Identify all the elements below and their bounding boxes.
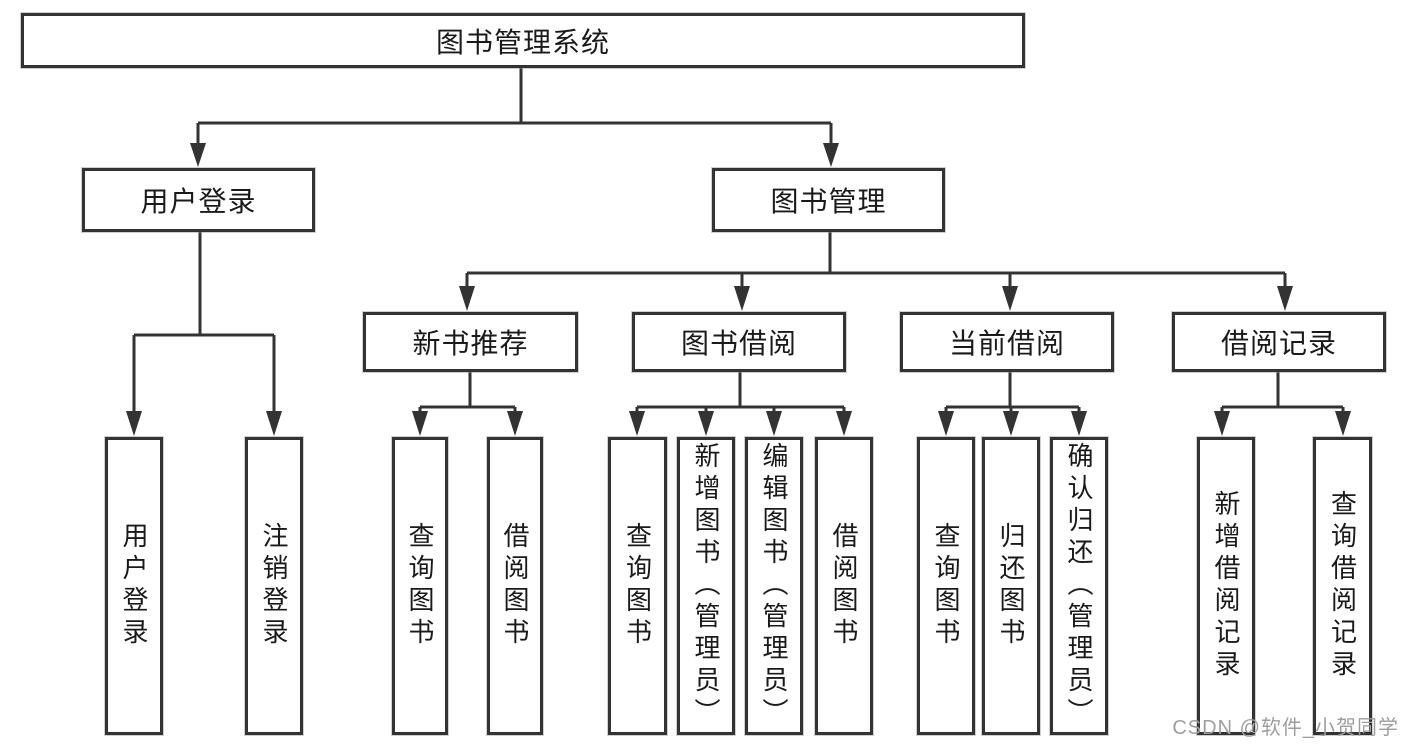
node-new-book-recommend: 新书推荐 [363, 312, 578, 372]
arrowheads [126, 143, 1351, 436]
node-current-borrow: 当前借阅 [900, 312, 1114, 372]
connector-userlogin-to-leaves [132, 232, 276, 413]
leaf-record-query-borrow-record: 查询借阅记录 [1313, 437, 1372, 735]
leaf-newbook-query-books: 查询图书 [392, 437, 448, 735]
node-borrow-records: 借阅记录 [1172, 312, 1386, 372]
watermark: CSDN @软件_小贺同学 [1172, 717, 1399, 739]
leaf-borrow-edit-books-admin: 编辑图书（管理员） [745, 437, 803, 735]
leaf-current-return-books: 归还图书 [982, 437, 1040, 735]
leaf-record-add-borrow-record: 新增借阅记录 [1197, 437, 1255, 735]
connector-currentborrow-to-leaves [944, 372, 1081, 413]
connector-root-to-level2 [196, 68, 833, 145]
leaf-current-query-books: 查询图书 [917, 437, 975, 735]
leaf-borrow-query-books: 查询图书 [608, 437, 667, 735]
node-book-management: 图书管理 [712, 168, 945, 232]
node-user-login: 用户登录 [82, 168, 315, 232]
leaf-borrow-borrow-books: 借阅图书 [815, 437, 873, 735]
leaf-newbook-borrow-books: 借阅图书 [487, 437, 543, 735]
connector-newbook-to-leaves [418, 372, 517, 413]
node-book-borrow: 图书借阅 [632, 312, 846, 372]
leaf-logout: 注销登录 [245, 437, 303, 735]
leaf-current-confirm-return-admin: 确认归还（管理员） [1050, 437, 1108, 735]
connector-bookborrow-to-leaves [635, 372, 846, 413]
leaf-user-login: 用户登录 [105, 437, 163, 735]
connector-borrowrecord-to-leaves [1220, 372, 1345, 413]
leaf-borrow-add-books-admin: 新增图书（管理员） [677, 437, 735, 735]
node-root-system: 图书管理系统 [21, 13, 1025, 68]
connector-bookmgmt-to-level3 [465, 232, 1287, 288]
